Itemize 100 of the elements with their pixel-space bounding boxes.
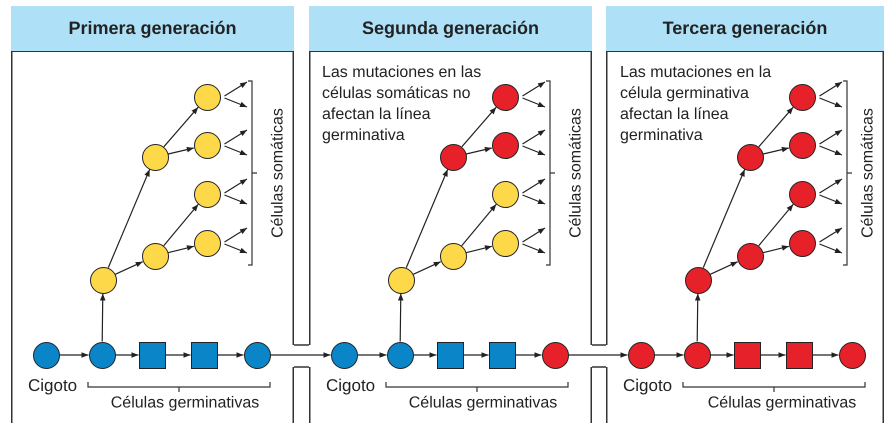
cell-square [190, 342, 218, 368]
arrow [163, 204, 199, 246]
cell-circle [788, 180, 816, 208]
cell-square [436, 342, 464, 368]
arrow [108, 169, 150, 268]
cell-circle [492, 132, 518, 158]
arrow [710, 261, 738, 275]
arrow [819, 243, 842, 254]
cell-caption: Cigoto [28, 375, 78, 396]
panel [309, 6, 592, 423]
note-text: Las mutaciones en la célula germinativa afectan la línea germinativa [620, 63, 772, 146]
cell-circle [88, 342, 116, 368]
arrow [702, 169, 746, 268]
arrow [406, 169, 448, 268]
group-label: Células germinativas [408, 394, 558, 414]
arrow [461, 106, 497, 148]
cell-circle [386, 342, 414, 368]
arrow [168, 146, 194, 155]
panel [11, 6, 294, 423]
arrow [710, 352, 734, 358]
arrow [224, 194, 248, 205]
arrow [116, 352, 138, 358]
axis-label: Células somáticas [566, 108, 586, 238]
arrow [224, 228, 248, 242]
cell-circle [736, 242, 764, 270]
arrow [516, 352, 542, 358]
arrow [522, 82, 546, 96]
cell-square [786, 342, 812, 368]
axis-label: Células somáticas [858, 108, 878, 238]
cell-circle [788, 230, 816, 256]
panel-title: Tercera generación [606, 6, 884, 52]
arrow [218, 352, 244, 358]
cell-caption: Cigoto [326, 375, 376, 396]
cell-circle [628, 342, 654, 368]
cell-circle [440, 144, 466, 170]
group-label: Células germinativas [708, 394, 856, 414]
cell-circle [142, 242, 168, 270]
arrow [466, 245, 492, 254]
arrow [819, 97, 842, 108]
cell-circle [788, 84, 816, 110]
arrow [413, 261, 441, 275]
cell-circle [788, 132, 816, 158]
arrow [522, 243, 546, 254]
cell-circle [684, 342, 710, 368]
arrow [398, 294, 404, 342]
cell-circle [684, 266, 712, 294]
cell-circle [736, 144, 764, 170]
arrow [763, 146, 789, 155]
cell-circle [194, 230, 220, 256]
cell-circle [244, 342, 270, 368]
arrow [522, 130, 546, 144]
cell-circle [90, 266, 116, 294]
cell-circle [32, 342, 60, 368]
panel-title: Primera generación [11, 6, 294, 52]
arrow [522, 97, 546, 108]
cell-circle [492, 84, 518, 110]
cell-circle [194, 132, 220, 158]
arrow [758, 106, 794, 148]
cell-square [734, 342, 760, 368]
axis-label: Células somáticas [268, 108, 288, 238]
arrow [224, 178, 248, 194]
arrow [819, 145, 842, 156]
arrow [694, 294, 700, 342]
arrow [163, 106, 199, 148]
arrow [819, 82, 842, 96]
arrow [270, 352, 330, 358]
cell-circle [492, 180, 518, 208]
cell-circle [194, 84, 220, 110]
arrow [224, 97, 248, 108]
arrow [115, 261, 143, 275]
cell-circle [194, 180, 220, 208]
cell-circle [838, 342, 866, 368]
arrow [819, 178, 842, 194]
arrow [762, 245, 790, 254]
arrow [166, 352, 190, 358]
arrow [654, 352, 684, 358]
arrow [100, 294, 106, 342]
cell-circle [330, 342, 358, 368]
arrow [760, 352, 786, 358]
arrow [358, 352, 386, 358]
arrow [414, 352, 436, 358]
cell-caption: Cigoto [623, 375, 672, 396]
arrow [522, 228, 546, 242]
cell-square [138, 342, 166, 368]
group-label: Células germinativas [110, 394, 260, 414]
panel-title: Segunda generación [309, 6, 592, 52]
cell-circle [440, 242, 466, 270]
arrow [819, 228, 842, 242]
cell-circle [492, 230, 518, 256]
note-text: Las mutaciones en las células somáticas no afectan la línea germinativa [322, 63, 482, 146]
arrow [522, 178, 546, 194]
arrow [224, 82, 248, 96]
arrow [819, 194, 842, 205]
panel [606, 6, 884, 423]
arrow [758, 204, 794, 246]
arrow [522, 145, 546, 156]
arrow [224, 145, 248, 156]
arrow [568, 352, 628, 358]
arrow [522, 194, 546, 205]
arrow [464, 352, 488, 358]
